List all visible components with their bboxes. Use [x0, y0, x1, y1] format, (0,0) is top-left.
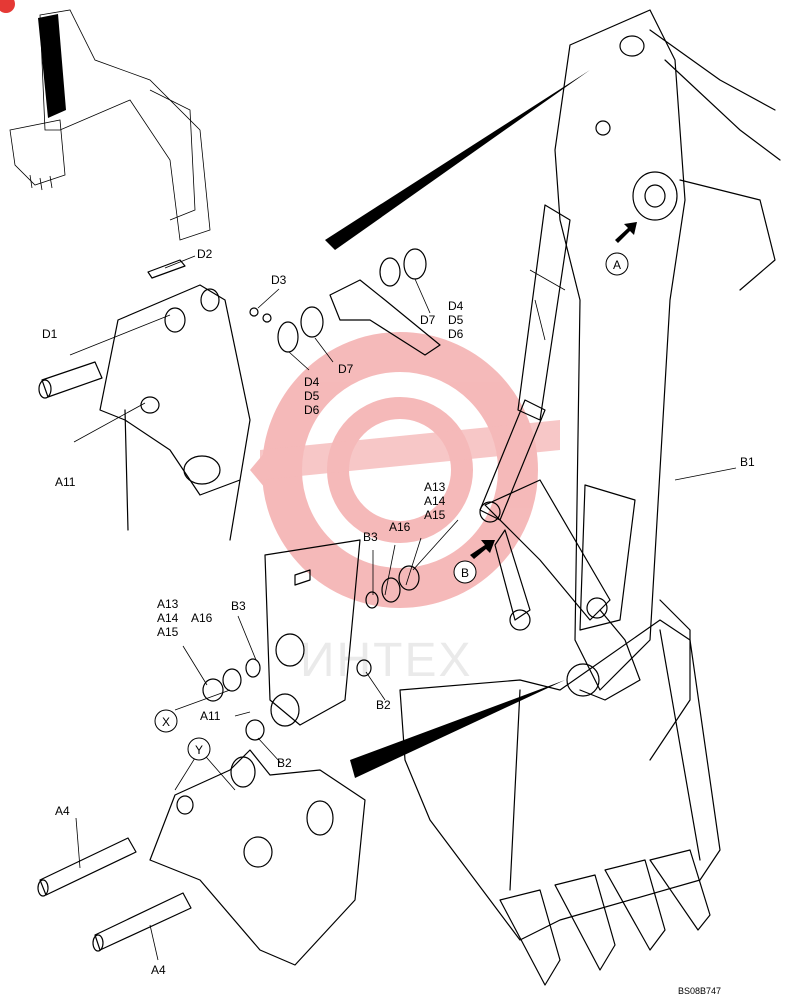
- watermark-text: ИНТЕХ: [300, 634, 473, 687]
- label-a14-b: A14: [157, 611, 179, 625]
- label-a14-a: A14: [424, 494, 446, 508]
- arm-stick: [554, 9, 781, 761]
- arm-lower-end: [264, 539, 361, 727]
- label-a11-a: A11: [55, 475, 76, 489]
- view-marker-x: X: [154, 709, 178, 733]
- arrow-b-icon: [470, 540, 495, 559]
- drawing-code: BS08B747: [678, 986, 721, 996]
- label-d6-a: D6: [304, 403, 320, 417]
- label-d5-a: D5: [304, 389, 320, 403]
- part-labels: D1 D2 D3 D4 D5 D6 D7 D4 D5 D6 D7 A11 B1 …: [42, 247, 755, 977]
- view-marker-a: A: [605, 252, 629, 276]
- thumbnail-excavator: [0, 0, 211, 241]
- label-d6-b: D6: [448, 327, 464, 341]
- label-a15-b: A15: [157, 625, 179, 639]
- label-d1: D1: [42, 327, 58, 341]
- leader-lines: [69, 255, 737, 961]
- view-label-b: B: [461, 566, 469, 580]
- label-b1: B1: [740, 455, 755, 469]
- bucket-lower: [149, 749, 366, 966]
- view-marker-y: Y: [187, 737, 211, 761]
- badge-icon: [0, 0, 15, 13]
- label-a16-a: A16: [389, 520, 411, 534]
- label-a4-b: A4: [151, 963, 166, 977]
- label-a16-b: A16: [191, 611, 213, 625]
- label-a11-b: A11: [200, 709, 221, 723]
- label-d4-b: D4: [448, 299, 464, 313]
- view-label-a: A: [613, 258, 621, 272]
- label-a15-a: A15: [424, 508, 446, 522]
- label-b2-a: B2: [376, 698, 391, 712]
- view-label-y: Y: [195, 743, 203, 757]
- label-d7-b: D7: [420, 313, 436, 327]
- boom-end-upper: [99, 284, 251, 541]
- label-b3-a: B3: [363, 530, 378, 544]
- washers-lower: [202, 565, 420, 741]
- arrow-a-icon: [615, 222, 637, 243]
- pins-a4: [37, 837, 192, 952]
- leader-wedge-upper: [325, 70, 590, 250]
- bucket-linkage: [479, 479, 611, 697]
- label-b2-b: B2: [277, 756, 292, 770]
- label-a13-b: A13: [157, 597, 179, 611]
- nuts-d3: [249, 307, 272, 323]
- thumbnail-arm-highlight: [38, 14, 66, 118]
- view-label-x: X: [162, 715, 170, 729]
- label-d3: D3: [271, 273, 287, 287]
- label-a13-a: A13: [424, 480, 446, 494]
- leader-wedge-lower: [350, 680, 565, 778]
- label-d2: D2: [197, 247, 213, 261]
- bucket: [399, 619, 721, 986]
- label-a4-a: A4: [55, 804, 70, 818]
- bolt-d2: [147, 259, 186, 279]
- pin-d1: [38, 361, 103, 399]
- label-b3-b: B3: [231, 599, 246, 613]
- view-marker-b: B: [453, 560, 477, 584]
- bush-d7: [329, 279, 441, 356]
- label-d7-a: D7: [338, 362, 354, 376]
- washers-upper: [277, 248, 427, 353]
- label-d4-a: D4: [304, 375, 320, 389]
- watermark-wing-bar: [260, 420, 560, 480]
- label-d5-b: D5: [448, 313, 464, 327]
